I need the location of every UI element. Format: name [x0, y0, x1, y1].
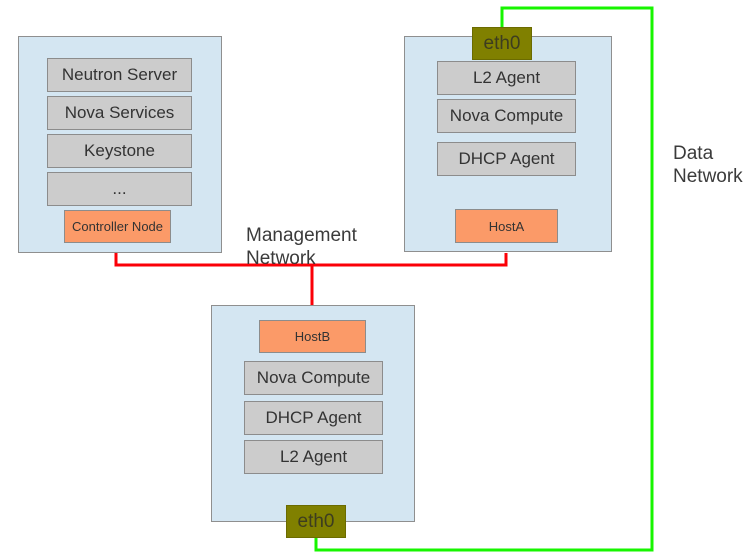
service-label: Nova Compute — [449, 106, 564, 125]
service-chip-dhcp-agent[interactable]: DHCP Agent — [437, 142, 576, 176]
service-chip-keystone[interactable]: Keystone — [47, 134, 192, 168]
service-chip-l2-agent[interactable]: L2 Agent — [437, 61, 576, 95]
management-network-wire — [114, 253, 508, 305]
service-label: Keystone — [84, 141, 155, 160]
service-label: DHCP Agent — [265, 408, 362, 427]
data-network-wire — [314, 6, 654, 552]
service-chip-nova-compute[interactable]: Nova Compute — [437, 99, 576, 133]
management-network-label: Management Network — [246, 225, 357, 269]
service-label: Nova Services — [64, 103, 175, 122]
service-chip-ellipsis[interactable]: ... — [47, 172, 192, 206]
service-chip-l2-agent-b[interactable]: L2 Agent — [244, 440, 383, 474]
eth0-badge-host-b[interactable]: eth0 — [286, 505, 346, 538]
eth0-label: eth0 — [297, 510, 335, 532]
host-label: HostA — [488, 218, 525, 234]
service-chip-neutron-server[interactable]: Neutron Server — [47, 58, 192, 92]
host-label: HostB — [294, 329, 331, 344]
service-chip-nova-compute-b[interactable]: Nova Compute — [244, 361, 383, 395]
service-label: Neutron Server — [61, 65, 178, 84]
service-label: L2 Agent — [472, 68, 541, 87]
eth0-label: eth0 — [483, 32, 521, 54]
data-network-label: Data Network — [673, 143, 743, 187]
eth0-badge-host-a[interactable]: eth0 — [472, 27, 532, 60]
service-chip-dhcp-agent-b[interactable]: DHCP Agent — [244, 401, 383, 435]
service-chip-nova-services[interactable]: Nova Services — [47, 96, 192, 130]
service-label: Nova Compute — [256, 368, 371, 387]
host-chip-controller-node[interactable]: Controller Node — [64, 210, 171, 243]
host-chip-host-b[interactable]: HostB — [259, 320, 366, 353]
host-label: Controller Node — [71, 219, 164, 234]
service-label: ... — [112, 179, 127, 198]
service-label: L2 Agent — [279, 447, 348, 466]
host-chip-host-a[interactable]: HostA — [455, 209, 558, 243]
service-label: DHCP Agent — [458, 149, 555, 168]
